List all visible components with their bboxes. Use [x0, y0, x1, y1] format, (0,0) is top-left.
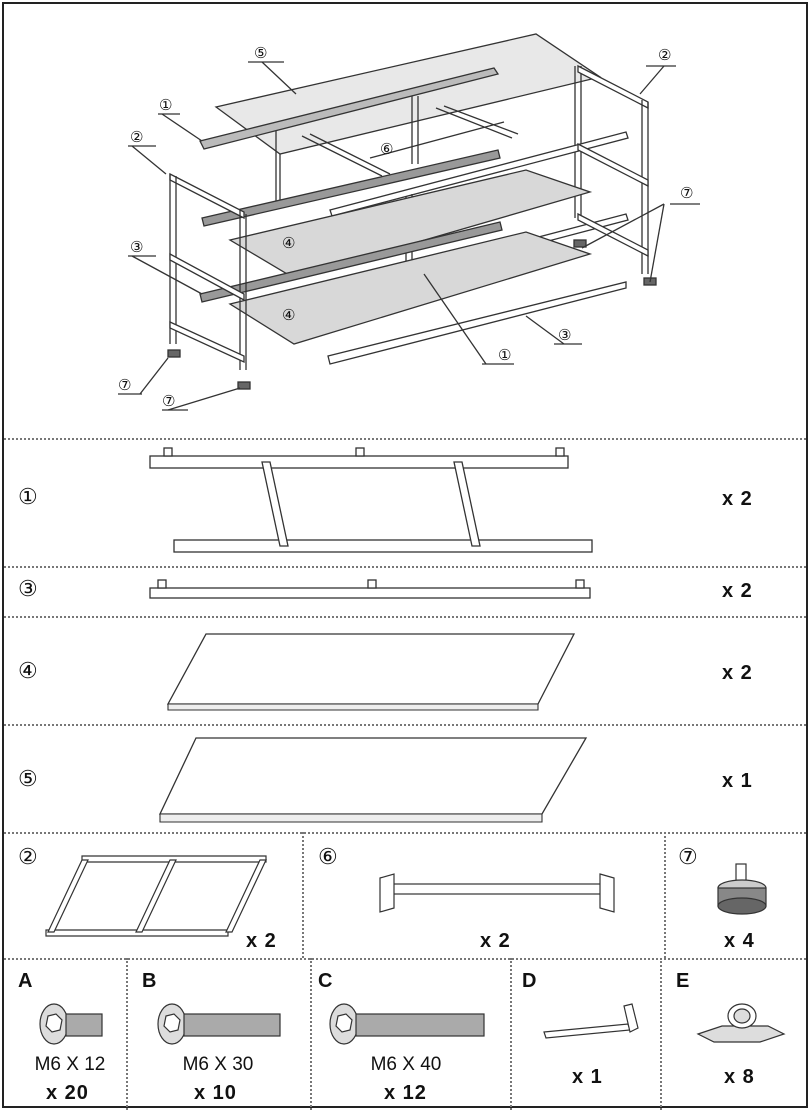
- part-5-label: ⑤: [18, 766, 38, 791]
- callout-7-left: ⑦: [118, 376, 131, 394]
- hardware-a-letter: A: [18, 970, 33, 992]
- part-6-qty: x 2: [480, 930, 511, 952]
- hardware-e-qty: x 8: [724, 1066, 755, 1088]
- exploded-assembly-view: ⑤ ① ② ③ ② ⑦ ⑦ ⑦ ⑥ ④ ④ ① ③: [118, 33, 700, 411]
- part-1-rail-illustration: [149, 447, 593, 553]
- part-4-shelf-illustration: [166, 633, 576, 711]
- bottom-shelf: [228, 231, 593, 345]
- bolt-b-icon: [157, 1003, 281, 1045]
- part-3-qty: x 2: [722, 580, 753, 602]
- hardware-d-qty: x 1: [572, 1066, 603, 1088]
- part-4-label: ④: [18, 658, 38, 683]
- hardware-b-letter: B: [142, 970, 157, 992]
- callout-1: ①: [159, 96, 172, 114]
- middle-shelf: [228, 169, 593, 279]
- part-3-rail-illustration: [149, 579, 591, 599]
- callout-1-lower: ①: [498, 346, 511, 364]
- part-5-qty: x 1: [722, 770, 753, 792]
- hardware-b-spec: M6 X 30: [182, 1054, 254, 1075]
- hardware-a-qty: x 20: [46, 1082, 89, 1104]
- part-6-label: ⑥: [318, 844, 338, 869]
- part-6-support-illustration: [379, 873, 615, 913]
- part-7-label: ⑦: [678, 844, 698, 869]
- callout-7-right: ⑦: [680, 184, 693, 202]
- hardware-b-qty: x 10: [194, 1082, 237, 1104]
- part-2-label: ②: [18, 844, 38, 869]
- part-1-label: ①: [18, 484, 38, 509]
- callout-6: ⑥: [380, 140, 393, 158]
- clamp-bracket-icon: [696, 1003, 786, 1043]
- allen-key-icon: [543, 1003, 639, 1039]
- part-5-top-panel-illustration: [158, 737, 588, 823]
- callout-4-middle: ④: [282, 234, 295, 252]
- part-4-qty: x 2: [722, 662, 753, 684]
- part-3-label: ③: [18, 576, 38, 601]
- part-1-qty: x 2: [722, 488, 753, 510]
- hardware-c-spec: M6 X 40: [370, 1054, 442, 1075]
- bolt-a-icon: [39, 1003, 103, 1045]
- bolt-c-icon: [329, 1003, 485, 1045]
- callout-4-bottom: ④: [282, 306, 295, 324]
- hardware-d-letter: D: [522, 970, 537, 992]
- hardware-c-qty: x 12: [384, 1082, 427, 1104]
- callout-5: ⑤: [254, 44, 267, 62]
- callout-3-lower: ③: [558, 326, 571, 344]
- callout-2-left: ②: [130, 128, 143, 146]
- hardware-a-spec: M6 X 12: [34, 1054, 106, 1075]
- hardware-c-letter: C: [318, 970, 333, 992]
- part-2-qty: x 2: [246, 930, 277, 952]
- callout-3: ③: [130, 238, 143, 256]
- part-7-qty: x 4: [724, 930, 755, 952]
- hardware-e-letter: E: [676, 970, 690, 992]
- part-7-leveling-foot-illustration: [717, 863, 767, 915]
- callout-7-front: ⑦: [162, 392, 175, 410]
- part-2-side-frame-illustration: [45, 855, 267, 937]
- callout-2-right: ②: [658, 46, 671, 64]
